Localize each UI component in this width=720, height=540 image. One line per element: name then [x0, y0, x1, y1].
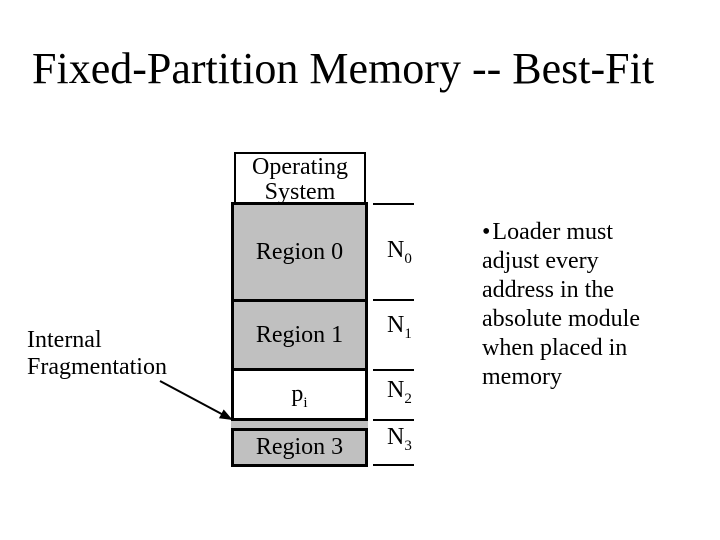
size-label-sub: 3 [404, 437, 412, 454]
partition-box-region0: Region 0 [231, 202, 368, 302]
partition-label: Region 0 [256, 239, 343, 266]
partition-label-text: Region 1 [255, 321, 344, 348]
boundary-tick [373, 369, 414, 371]
partition-label: pi [291, 381, 308, 411]
os-box: Operating System [234, 152, 366, 205]
loader-note: •Loader must adjust every address in the… [482, 218, 687, 392]
size-label-n1: N1 [387, 312, 412, 341]
size-label-n0: N0 [387, 237, 412, 266]
size-label-base: N [387, 377, 405, 403]
size-label-n2: N2 [387, 377, 412, 406]
boundary-tick [373, 419, 414, 421]
bullet-icon: • [482, 219, 491, 245]
partition-label-sub: i [303, 394, 308, 411]
size-label-base: N [387, 237, 405, 263]
boundary-tick [373, 464, 414, 466]
os-box-label: Operating System [252, 154, 348, 205]
slide-title: Fixed-Partition Memory -- Best-Fit [32, 44, 655, 93]
boundary-tick [373, 299, 414, 301]
loader-note-text: Loader must adjust every address in the … [482, 219, 640, 390]
partition-box-region1: Region 1 [231, 299, 368, 371]
size-label-sub: 1 [404, 325, 412, 342]
partition-label-text: p [291, 381, 304, 407]
size-label-base: N [387, 424, 405, 450]
size-label-sub: 0 [404, 250, 412, 267]
partition-label-text: Region 0 [255, 238, 344, 265]
partition-box-pi: pi [231, 368, 368, 421]
internal-fragmentation-strip [231, 421, 368, 428]
size-label-sub: 2 [404, 390, 412, 407]
size-label-base: N [387, 312, 405, 338]
internal-fragmentation-arrow-icon [159, 380, 233, 420]
partition-box-region3: Region 3 [231, 428, 368, 467]
partition-label: Region 3 [256, 434, 343, 461]
boundary-tick [373, 203, 414, 205]
size-label-n3: N3 [387, 424, 412, 453]
partition-label: Region 1 [256, 322, 343, 349]
internal-fragmentation-label: Internal Fragmentation [27, 327, 167, 380]
partition-label-text: Region 3 [255, 434, 344, 460]
